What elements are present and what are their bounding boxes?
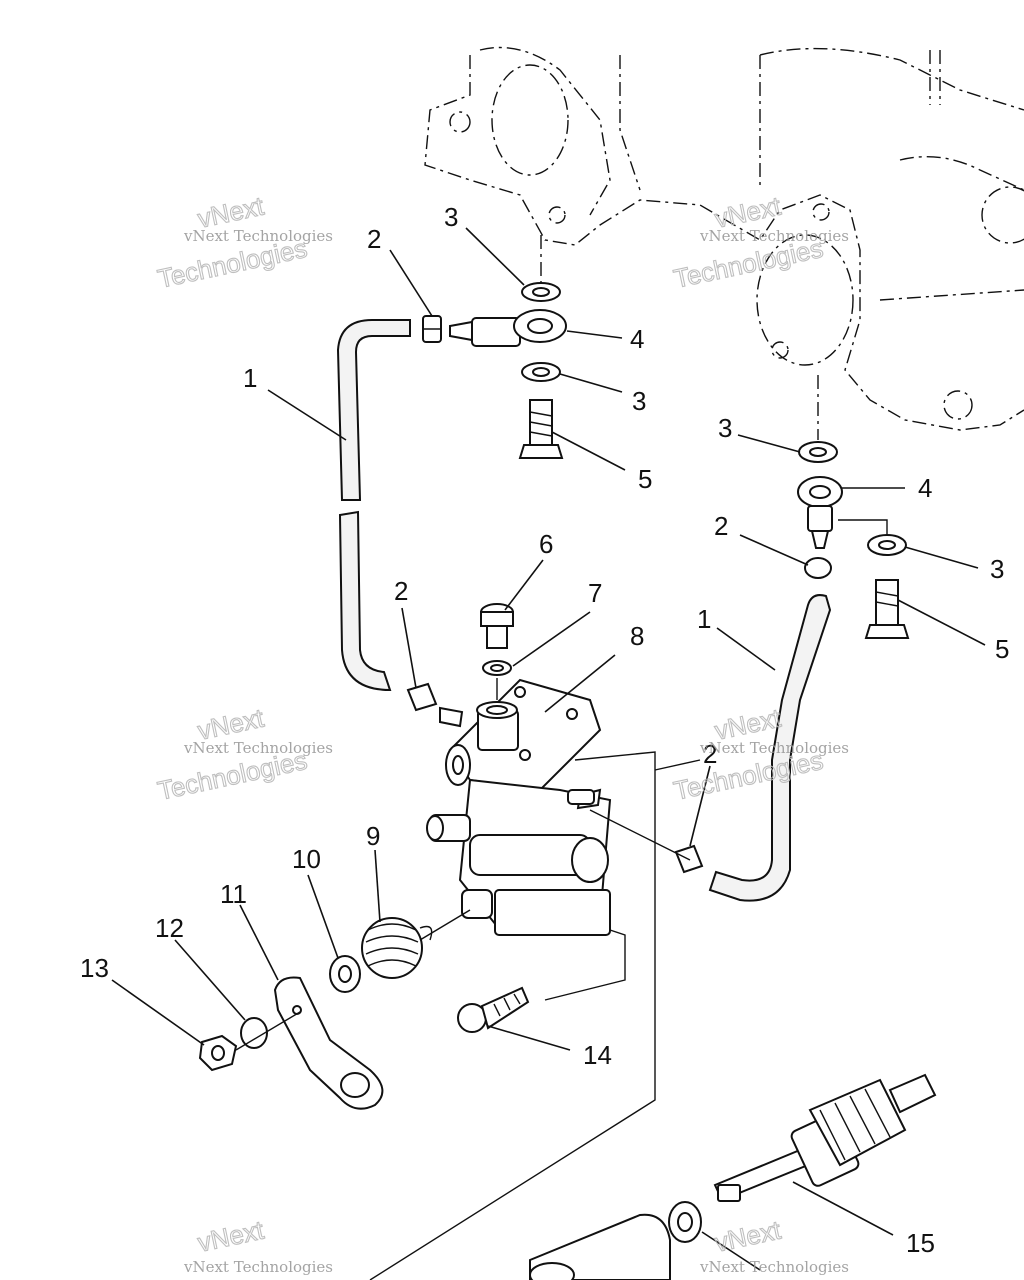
oil-pump xyxy=(426,678,612,936)
callout-14: 14 xyxy=(583,1040,612,1070)
mounting-screw xyxy=(457,986,530,1033)
callout-15: 15 xyxy=(906,1228,935,1258)
clamp-right xyxy=(804,557,832,579)
callout-3-right-top: 3 xyxy=(718,413,732,443)
watermark-bottom-right: vNext vNext Technologies xyxy=(699,1214,849,1276)
callout-13: 13 xyxy=(80,953,109,983)
callout-5-right: 5 xyxy=(995,634,1009,664)
callout-2-top-left: 2 xyxy=(367,224,381,254)
callout-10: 10 xyxy=(292,844,321,874)
washer-right-2 xyxy=(867,534,907,556)
gear-bushing xyxy=(529,1213,671,1280)
watermark-mid-right: vNext vNext Technologies Technologies xyxy=(670,702,849,806)
return-spring xyxy=(361,917,433,979)
oil-hose-left xyxy=(336,319,411,692)
svg-text:vNext Technologies: vNext Technologies xyxy=(183,227,333,245)
watermark-bottom-left: vNext vNext Technologies xyxy=(183,1214,333,1276)
callout-labels: 1 2 3 4 3 5 3 4 2 3 5 6 7 8 2 1 2 9 10 1… xyxy=(80,202,1009,1258)
svg-text:vNext Technologies: vNext Technologies xyxy=(699,739,849,757)
callout-9: 9 xyxy=(366,821,380,851)
oil-hose-right xyxy=(708,594,832,902)
callout-1-right: 1 xyxy=(697,604,711,634)
callout-4-left: 4 xyxy=(630,324,644,354)
callout-8: 8 xyxy=(630,621,644,651)
leader-lines xyxy=(111,227,986,1271)
callout-2-lower-right: 2 xyxy=(703,739,717,769)
gear-washer xyxy=(668,1201,702,1243)
callout-1-left: 1 xyxy=(243,363,257,393)
callout-6: 6 xyxy=(539,529,553,559)
watermark-top-left: vNext vNext Technologies Technologies xyxy=(154,190,333,294)
callout-5-left: 5 xyxy=(638,464,652,494)
svg-text:vNext Technologies: vNext Technologies xyxy=(699,227,849,245)
callout-3-right-lower: 3 xyxy=(990,554,1004,584)
svg-text:vNext Technologies: vNext Technologies xyxy=(183,1258,333,1276)
clamp-pump-left xyxy=(406,682,438,712)
banjo-bolt-right xyxy=(864,579,910,639)
washer-right-1 xyxy=(798,441,838,463)
svg-text:vNext: vNext xyxy=(195,1215,267,1258)
callout-2-pump: 2 xyxy=(394,576,408,606)
callout-3-top: 3 xyxy=(444,202,458,232)
pump-outlet-nipple xyxy=(567,789,595,805)
flat-washer xyxy=(329,955,361,993)
svg-text:vNext: vNext xyxy=(712,1215,784,1258)
washer-upper-2 xyxy=(521,362,561,382)
callout-7: 7 xyxy=(588,578,602,608)
callout-11: 11 xyxy=(220,879,247,909)
callout-4-right: 4 xyxy=(918,473,932,503)
clamp-upper-left xyxy=(422,315,442,343)
lock-washer xyxy=(240,1017,268,1049)
control-lever xyxy=(273,976,384,1110)
svg-text:vNext Technologies: vNext Technologies xyxy=(699,1258,849,1276)
banjo-fitting-right xyxy=(797,476,843,549)
banjo-bolt-upper-left xyxy=(518,399,564,459)
callout-3-left-lower: 3 xyxy=(632,386,646,416)
drive-gear xyxy=(713,1073,937,1202)
svg-text:vNext Technologies: vNext Technologies xyxy=(183,739,333,757)
sealing-washer xyxy=(482,660,512,676)
cylinder-block xyxy=(424,46,1024,431)
bleed-screw xyxy=(480,603,514,649)
callout-2-right: 2 xyxy=(714,511,728,541)
washer-upper-1 xyxy=(521,282,561,302)
watermark-mid-left: vNext vNext Technologies Technologies xyxy=(154,702,333,806)
lever-nut xyxy=(198,1034,238,1072)
banjo-fitting-upper-left xyxy=(449,309,567,347)
callout-12: 12 xyxy=(155,913,184,943)
